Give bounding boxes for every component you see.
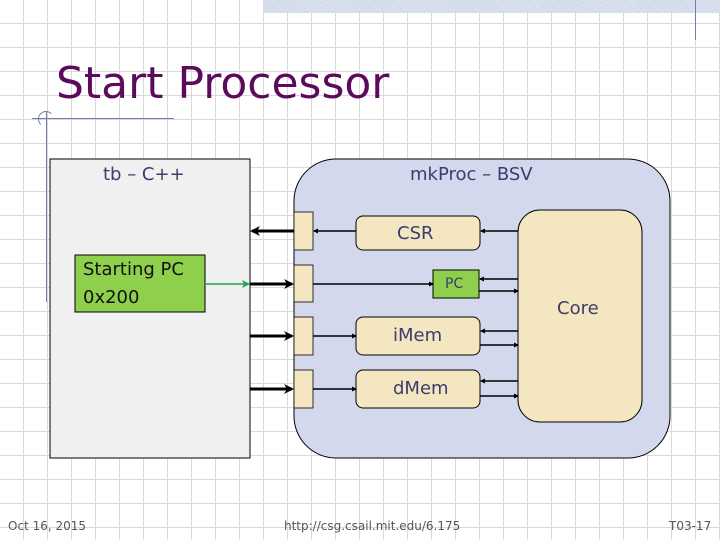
starting-pc-box [74, 254, 206, 313]
port-imem [293, 316, 314, 356]
footer-date: Oct 16, 2015 [8, 519, 86, 533]
decorative-vertical-rule [46, 112, 47, 302]
pc-label: PC [445, 276, 464, 292]
port-csr [293, 211, 314, 251]
starting-pc-line2: 0x200 [83, 287, 140, 308]
core-label: Core [557, 298, 599, 319]
core-box [517, 209, 643, 423]
port-dmem [293, 369, 314, 409]
starting-pc-line1: Starting PC [83, 259, 184, 280]
dmem-label: dMem [393, 378, 449, 399]
decorative-rule [695, 0, 696, 40]
decorative-circle [38, 111, 54, 127]
decorative-header-band [263, 0, 720, 13]
testbench-label: tb – C++ [103, 164, 185, 185]
title-underline [32, 118, 174, 119]
pc-box [432, 269, 480, 299]
csr-label: CSR [397, 223, 434, 244]
footer-slide-number: T03-17 [669, 519, 712, 533]
processor-label: mkProc – BSV [410, 164, 533, 185]
port-pc [293, 264, 314, 303]
footer-url[interactable]: http://csg.csail.mit.edu/6.175 [284, 519, 461, 533]
imem-label: iMem [393, 325, 443, 346]
slide-title: Start Processor [56, 58, 390, 109]
